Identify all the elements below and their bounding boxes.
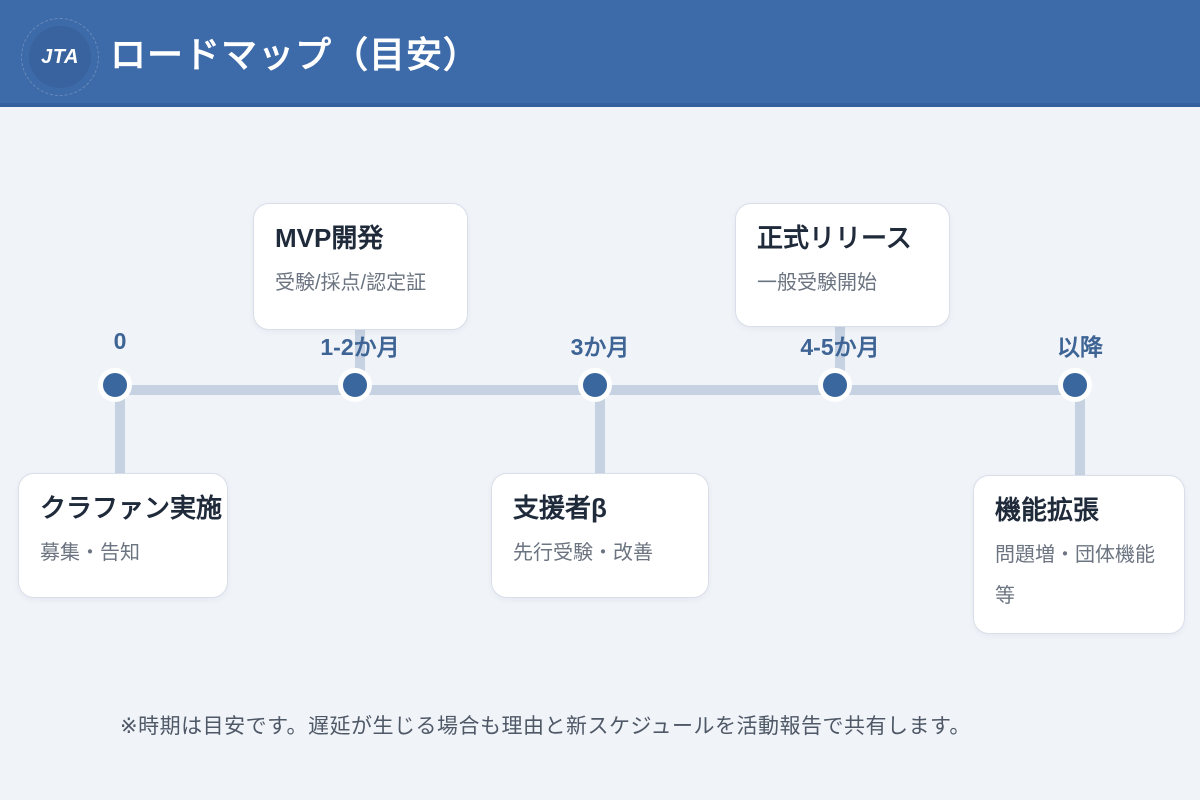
milestone-card-beta: 支援者β 先行受験・改善	[491, 473, 709, 598]
milestone-title: MVP開発	[275, 223, 384, 253]
timeline-label-1-2m: 1-2か月	[320, 334, 400, 360]
milestone-subtitle: 一般受験開始	[757, 271, 877, 294]
connector-mvp	[355, 330, 365, 390]
footer-disclaimer: ※時期は目安です。遅延が生じる場合も理由と新スケジュールを活動報告で共有します。	[120, 715, 971, 738]
milestone-title: クラファン実施	[40, 493, 223, 523]
page-title: ロードマップ（目安）	[110, 33, 481, 75]
jta-logo: JTA	[21, 18, 99, 96]
milestone-card-crowdfund: クラファン実施 募集・告知	[18, 473, 228, 598]
milestone-title: 正式リリース	[757, 223, 912, 253]
milestone-subtitle: 先行受験・改善	[513, 541, 653, 564]
connector-release	[835, 327, 845, 390]
timeline-label-4-5m: 4-5か月	[800, 334, 880, 360]
timeline-dot-0	[98, 368, 132, 402]
timeline-dot-later	[1058, 368, 1092, 402]
connector-beta	[595, 390, 605, 474]
timeline-label-3m: 3か月	[570, 334, 630, 360]
milestone-title: 機能拡張	[995, 495, 1100, 525]
milestone-title: 支援者β	[513, 493, 607, 523]
milestone-subtitle: 問題増・団体機能 等	[995, 543, 1155, 607]
jta-logo-text: JTA	[41, 45, 79, 68]
milestone-subtitle: 募集・告知	[40, 541, 140, 564]
connector-expand	[1075, 390, 1085, 476]
timeline-dot-4-5m	[818, 368, 852, 402]
milestone-card-release: 正式リリース 一般受験開始	[735, 203, 950, 327]
timeline-dot-1-2m	[338, 368, 372, 402]
header-bar: JTA ロードマップ（目安）	[0, 0, 1200, 107]
timeline-label-later: 以降	[1057, 334, 1103, 360]
milestone-card-expand: 機能拡張 問題増・団体機能 等	[973, 475, 1185, 634]
timeline-label-0: 0	[113, 328, 127, 354]
connector-crowdfund	[115, 390, 125, 474]
milestone-subtitle: 受験/採点/認定証	[275, 271, 427, 294]
milestone-card-mvp: MVP開発 受験/採点/認定証	[253, 203, 468, 330]
timeline-dot-3m	[578, 368, 612, 402]
